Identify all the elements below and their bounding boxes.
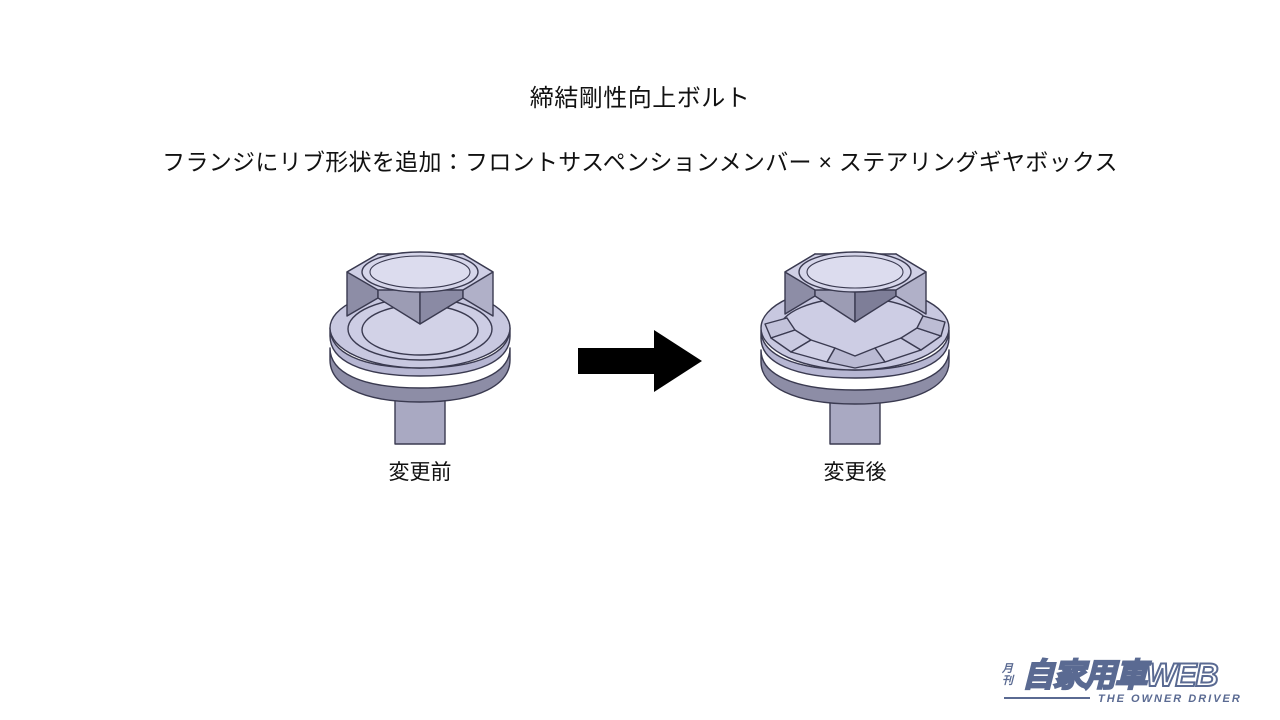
- logo-wordmark: 自家用車WEB: [1022, 657, 1218, 693]
- page-subtitle: フランジにリブ形状を追加：フロントサスペンションメンバー × ステアリングギヤボ…: [162, 149, 1118, 175]
- figure-before-caption: 変更前: [388, 461, 452, 484]
- bolt-after-image: [735, 232, 975, 447]
- logo-badge-line1: 月: [1001, 663, 1014, 675]
- figure-before: 変更前: [300, 232, 540, 502]
- page-title: 締結剛性向上ボルト: [529, 85, 751, 112]
- logo-rule: [1004, 697, 1090, 699]
- logo-badge-line2: 刊: [1002, 674, 1015, 687]
- right-arrow-icon: [578, 330, 702, 392]
- figure-after: 変更後: [735, 232, 975, 502]
- logo-tagline: THE OWNER DRIVER: [1098, 693, 1242, 705]
- publisher-logo: 月 刊 自家用車WEB THE OWNER DRIVER: [998, 650, 1270, 708]
- figure-after-caption: 変更後: [823, 461, 887, 484]
- bolt-before-image: [300, 232, 540, 447]
